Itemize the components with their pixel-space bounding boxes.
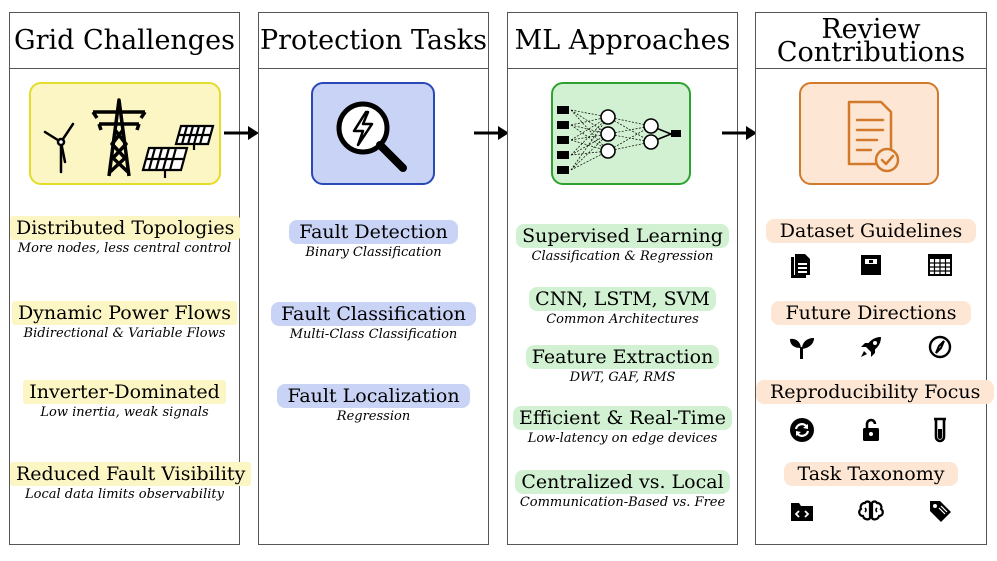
tag-icon bbox=[929, 501, 951, 522]
fault-search-icon bbox=[336, 101, 407, 172]
list-item: Reproducibility Focus bbox=[756, 380, 995, 404]
list-item: Reduced Fault Visibility Local data limi… bbox=[10, 462, 252, 503]
task-illustration-box bbox=[311, 82, 435, 185]
list-item: Future Directions bbox=[756, 301, 986, 325]
column-grid-challenges: Grid Challenges bbox=[9, 12, 252, 545]
list-item: Distributed Topologies More nodes, less … bbox=[10, 216, 241, 257]
grid-illustration-box bbox=[29, 82, 221, 185]
flow-arrow bbox=[722, 126, 757, 140]
list-item: Task Taxonomy bbox=[756, 462, 986, 486]
document-icon bbox=[791, 254, 811, 278]
list-item: Fault Detection Binary Classification bbox=[259, 220, 488, 261]
list-item: Inverter-Dominated Low inertia, weak sig… bbox=[10, 380, 239, 421]
list-item: Fault Localization Regression bbox=[259, 384, 488, 425]
test-tube-icon bbox=[933, 417, 946, 443]
contribution-illustration-box bbox=[799, 82, 939, 185]
sprout-icon bbox=[790, 338, 815, 359]
code-folder-icon bbox=[791, 503, 814, 521]
list-item: Fault Classification Multi-Class Classif… bbox=[259, 302, 488, 343]
list-item: Dataset Guidelines bbox=[756, 219, 986, 243]
ml-illustration-box bbox=[551, 82, 691, 185]
rocket-icon bbox=[860, 337, 881, 357]
column-title: Review Contributions bbox=[756, 13, 986, 69]
sync-icon bbox=[790, 418, 815, 442]
list-item: Efficient & Real-Time Low-latency on edg… bbox=[508, 406, 737, 447]
list-item: Centralized vs. Local Communication-Base… bbox=[508, 470, 737, 511]
grid-infrastructure-icon bbox=[43, 98, 215, 178]
table-icon bbox=[927, 254, 952, 276]
list-item: Dynamic Power Flows Bidirectional & Vari… bbox=[10, 301, 239, 342]
icon-row bbox=[756, 333, 986, 361]
brain-icon bbox=[858, 500, 884, 521]
column-title: ML Approaches bbox=[508, 13, 737, 69]
column-review-contributions: Review Contributions Dataset Guidelines … bbox=[755, 12, 995, 545]
flow-arrow bbox=[224, 126, 259, 140]
neural-network-icon bbox=[557, 106, 681, 174]
save-icon bbox=[860, 255, 881, 275]
column-protection-tasks: Protection Tasks Fault Detection Binary … bbox=[258, 12, 489, 545]
flow-arrow bbox=[474, 126, 509, 140]
icon-row bbox=[756, 497, 986, 525]
column-title: Protection Tasks bbox=[259, 13, 488, 69]
checked-document-icon bbox=[847, 100, 900, 173]
icon-row bbox=[756, 416, 986, 444]
list-item: CNN, LSTM, SVM Common Architectures bbox=[508, 287, 737, 328]
icon-row bbox=[756, 251, 986, 279]
column-title: Grid Challenges bbox=[10, 13, 239, 69]
column-ml-approaches: ML Approaches bbox=[507, 12, 738, 545]
list-item: Supervised Learning Classification & Reg… bbox=[508, 224, 737, 265]
unlock-icon bbox=[862, 418, 879, 441]
list-item: Feature Extraction DWT, GAF, RMS bbox=[508, 345, 737, 386]
compass-icon bbox=[928, 335, 951, 359]
